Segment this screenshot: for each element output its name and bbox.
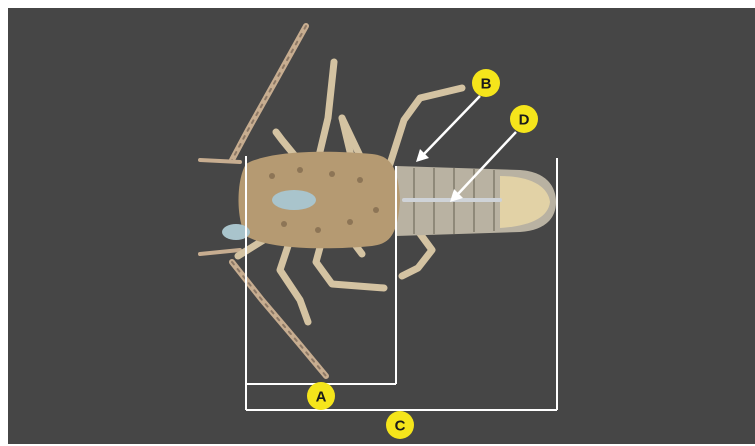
label-badge-a: A [307, 382, 335, 410]
label-b: B [481, 76, 492, 93]
label-c: C [395, 418, 406, 435]
label-badge-c: C [386, 411, 414, 439]
label-badge-b: B [472, 69, 500, 97]
label-d: D [519, 112, 530, 129]
label-a: A [316, 389, 327, 406]
label-badge-d: D [510, 105, 538, 133]
lobster-carapace [222, 152, 400, 249]
